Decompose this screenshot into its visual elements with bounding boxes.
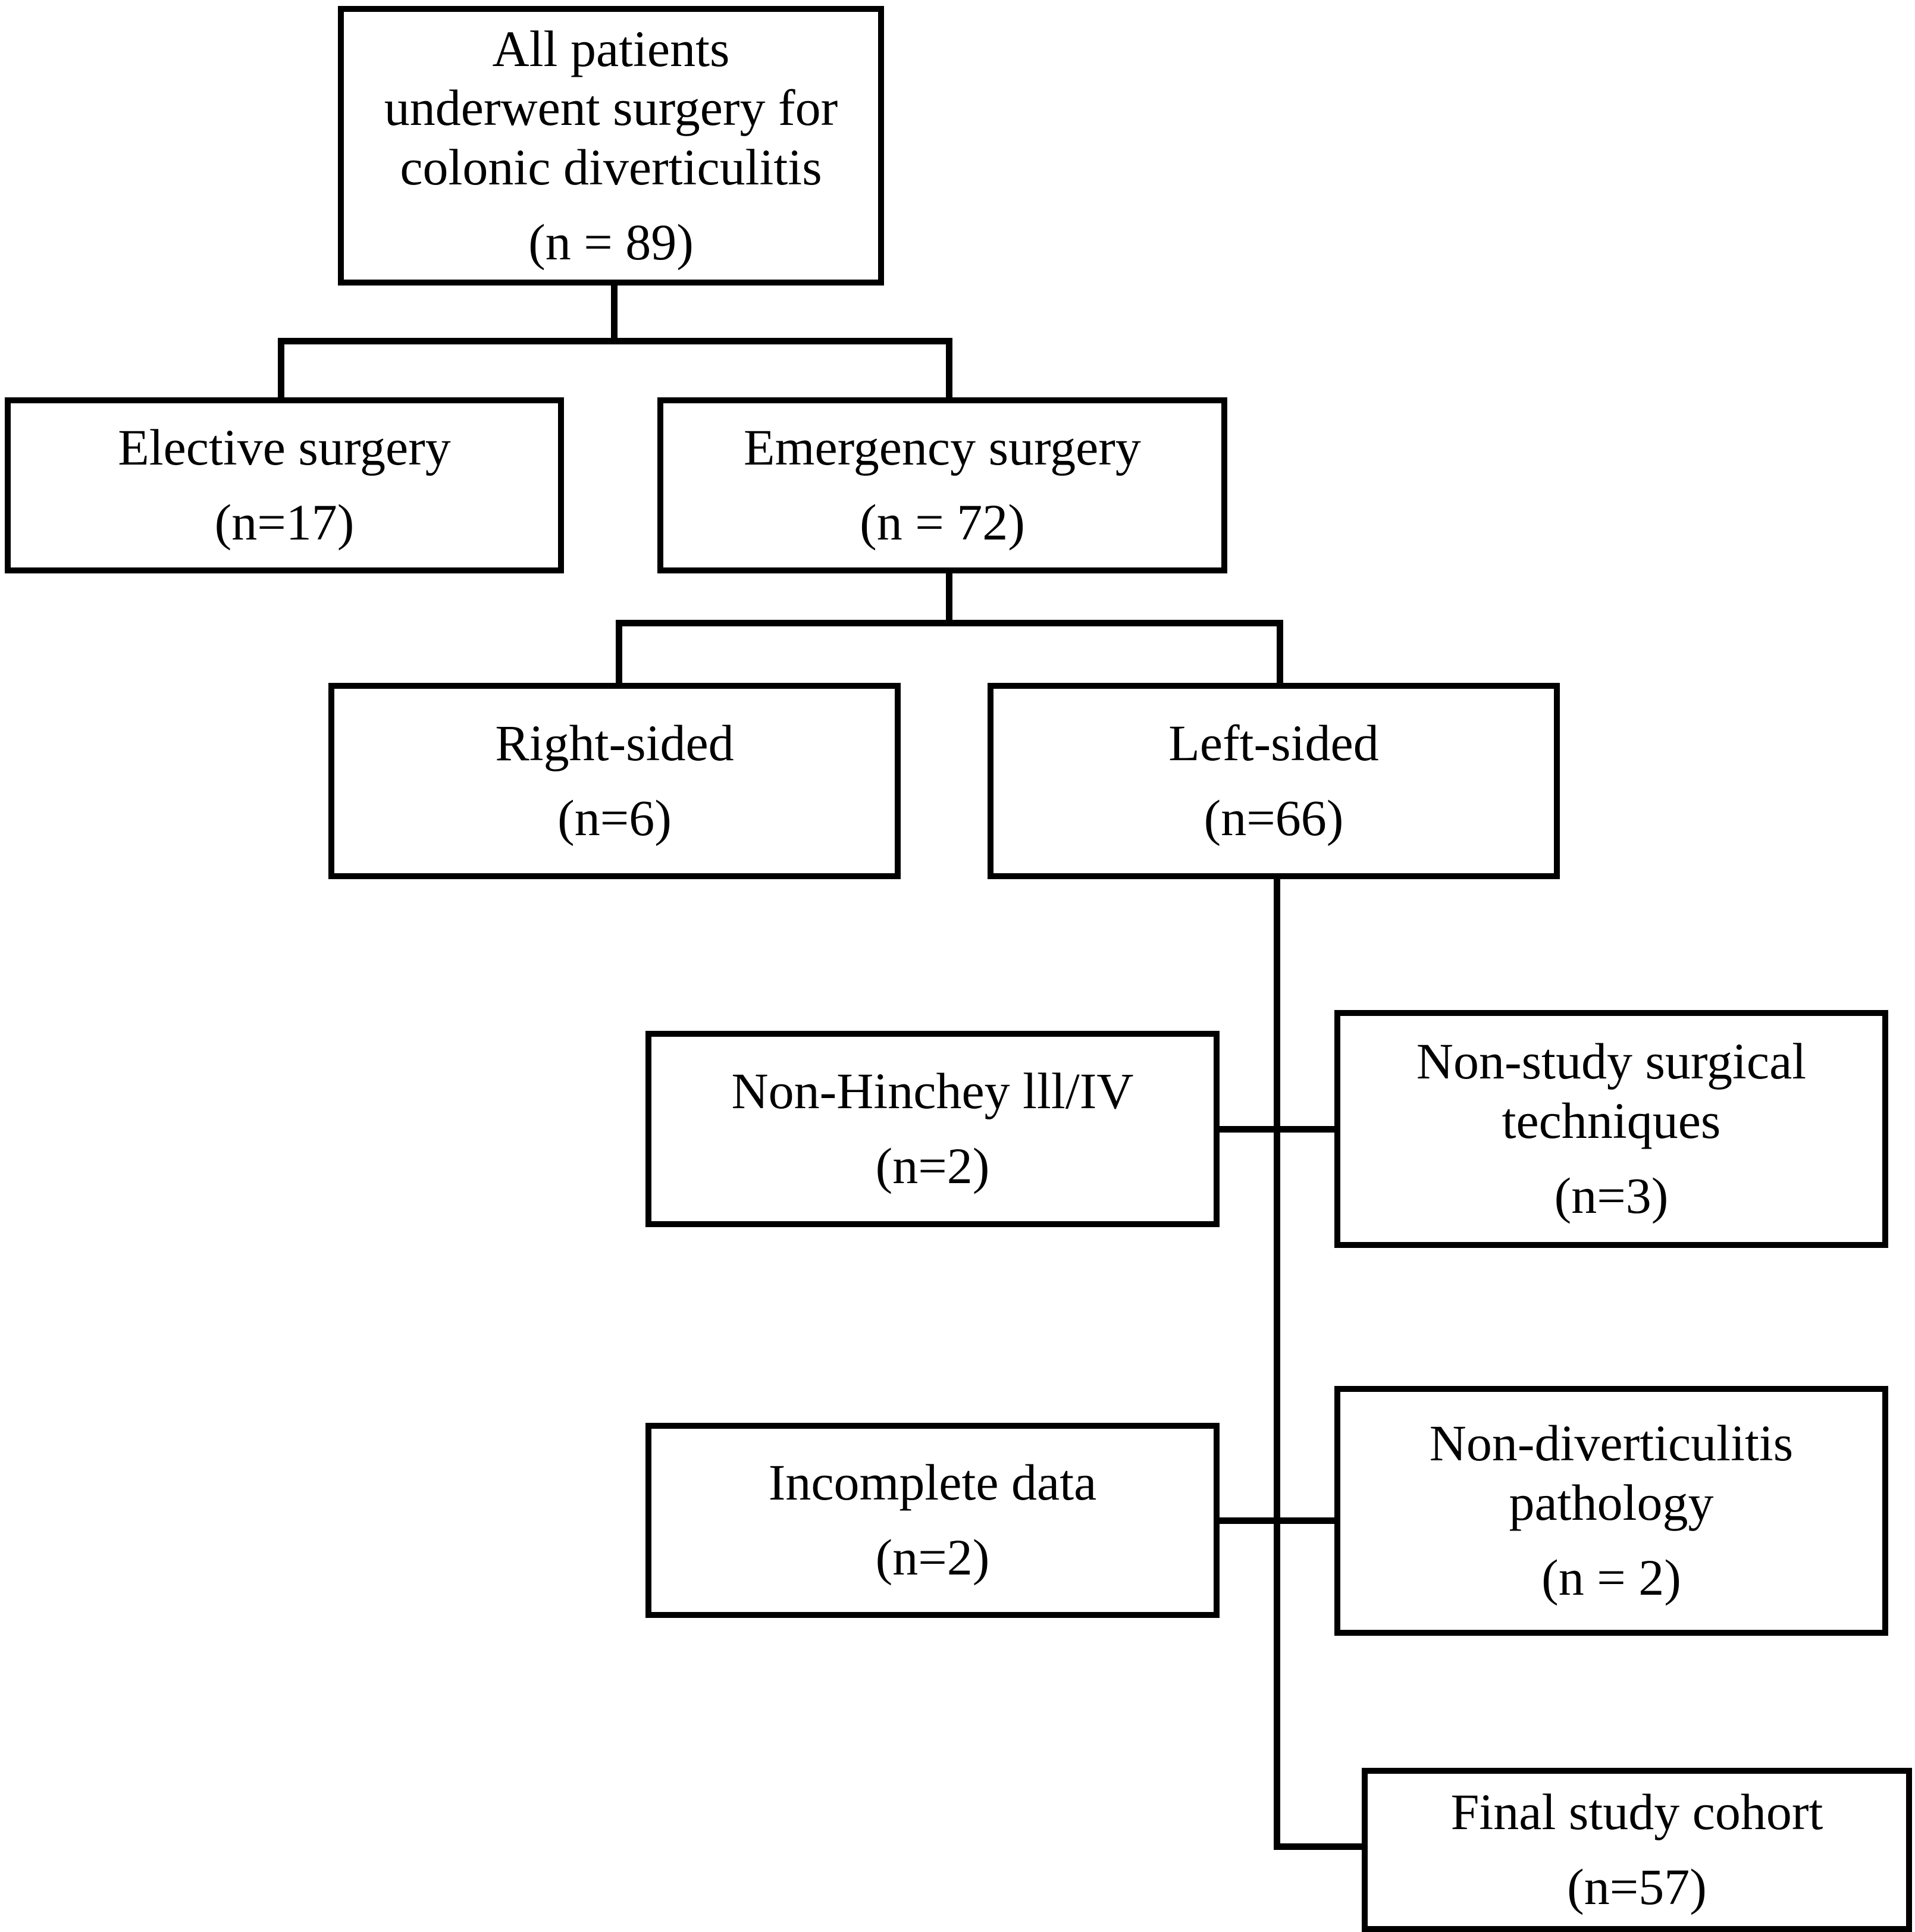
non-study-techniques-count: (n=3) [1554,1166,1669,1224]
connector-to-left-sided [1277,620,1283,685]
all-patients-line1: All patients [492,20,730,77]
all-patients-line2: underwent surgery for [384,79,838,137]
emergency-surgery-label: Emergency surgery [744,419,1141,476]
connector-to-elective [278,338,284,402]
non-diverticulitis-line1: Non-diverticulitis [1429,1414,1794,1472]
non-hinchey-label: Non-Hinchey lll/IV [731,1062,1134,1120]
all-patients-count: (n = 89) [528,213,694,271]
connector-exclusion-row1 [1214,1126,1340,1133]
connector-level1-bar [278,338,952,344]
node-final-study-cohort[interactable]: Final study cohort (n=57) [1362,1768,1912,1932]
final-cohort-label: Final study cohort [1450,1783,1823,1841]
non-study-techniques-line2: techniques [1502,1092,1721,1150]
elective-surgery-label: Elective surgery [118,419,451,476]
all-patients-line3: colonic diverticulitis [400,139,822,196]
node-all-patients[interactable]: All patients underwent surgery for colon… [338,6,884,286]
connector-to-final-cohort [1274,1843,1369,1850]
incomplete-data-label: Incomplete data [768,1454,1097,1511]
node-non-study-techniques[interactable]: Non-study surgical techniques (n=3) [1334,1010,1888,1248]
node-incomplete-data[interactable]: Incomplete data (n=2) [645,1423,1220,1618]
right-sided-count: (n=6) [557,789,672,846]
node-emergency-surgery[interactable]: Emergency surgery (n = 72) [657,397,1227,573]
node-left-sided[interactable]: Left-sided (n=66) [988,683,1560,879]
non-diverticulitis-count: (n = 2) [1541,1548,1681,1606]
connector-all-patients-stem [611,286,618,344]
elective-surgery-count: (n=17) [214,493,355,551]
non-diverticulitis-line2: pathology [1509,1474,1714,1532]
incomplete-data-count: (n=2) [875,1528,990,1586]
connector-emergency-stem [946,572,952,626]
node-elective-surgery[interactable]: Elective surgery (n=17) [5,397,564,573]
node-non-diverticulitis-pathology[interactable]: Non-diverticulitis pathology (n = 2) [1334,1386,1888,1636]
final-cohort-count: (n=57) [1567,1858,1707,1915]
connector-to-emergency [946,338,952,402]
connector-to-right-sided [616,620,622,685]
non-study-techniques-line1: Non-study surgical [1416,1033,1807,1090]
node-non-hinchey[interactable]: Non-Hinchey lll/IV (n=2) [645,1031,1220,1227]
emergency-surgery-count: (n = 72) [860,493,1025,551]
right-sided-label: Right-sided [495,714,734,772]
left-sided-count: (n=66) [1203,789,1344,846]
connector-exclusion-row2 [1214,1517,1340,1524]
left-sided-label: Left-sided [1168,714,1379,772]
non-hinchey-count: (n=2) [875,1137,990,1194]
connector-left-sided-spine [1274,879,1280,1850]
connector-level2-bar [616,620,1283,626]
node-right-sided[interactable]: Right-sided (n=6) [328,683,901,879]
